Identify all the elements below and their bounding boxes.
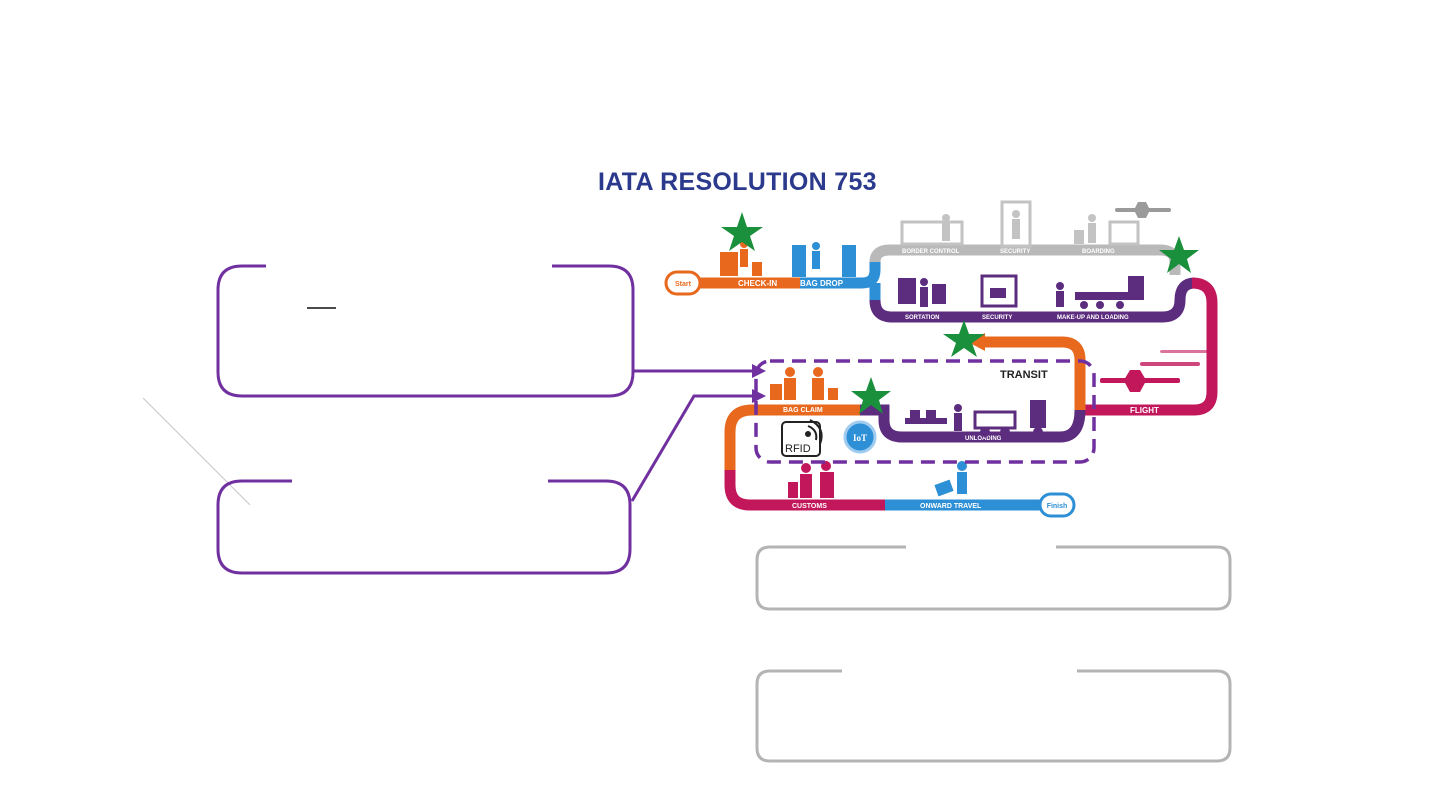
route-segment-customs	[724, 470, 885, 511]
callout-box-4	[755, 669, 1232, 763]
connector-arrow-2	[630, 389, 766, 502]
stage-bagdrop: BAG DROP	[800, 279, 844, 288]
start-marker	[664, 270, 702, 296]
airplane-icon	[1115, 202, 1171, 218]
star-icon	[943, 320, 985, 357]
departure-gates-pictogram	[900, 200, 1140, 248]
bagclaim-pictogram	[770, 367, 838, 400]
route-segment-unloading	[860, 404, 1086, 443]
bagdrop-pictogram	[792, 242, 856, 277]
stage-transit: TRANSIT	[1000, 369, 1048, 381]
stage-makeup-loading: MAKE-UP AND LOADING	[1057, 315, 1129, 321]
star-icon	[1159, 236, 1199, 273]
stage-security-mid: SECURITY	[982, 315, 1012, 321]
stage-checkin: CHECK-IN	[738, 279, 777, 288]
stage-border-control: BORDER CONTROL	[902, 249, 960, 255]
iot-label: IoT	[853, 433, 867, 443]
onward-traveller-pictogram	[934, 461, 967, 497]
rfid-icon: RFID	[781, 419, 823, 457]
route-segment-bagdrop	[800, 262, 881, 289]
unloading-pictogram	[905, 400, 1046, 437]
transit-arrow-icon	[968, 333, 985, 351]
connector-arrow-1	[633, 364, 766, 378]
callout-box-3	[755, 545, 1232, 611]
finish-marker	[1038, 492, 1076, 518]
flight-airplanes-pictogram	[1100, 350, 1210, 392]
stage-flight: FLIGHT	[1130, 406, 1159, 415]
stage-unloading: UNLOADING	[965, 436, 1002, 442]
iot-icon: IoT	[843, 420, 877, 454]
callout-box-2	[216, 479, 632, 575]
star-icon	[851, 377, 891, 414]
finish-label: Finish	[1047, 503, 1068, 510]
diagram-title: IATA RESOLUTION 753	[598, 168, 877, 196]
callout-box-1	[216, 264, 635, 398]
arrival-transit-highlight-region	[754, 359, 1096, 464]
checkin-pictogram	[720, 240, 762, 276]
stage-customs: CUSTOMS	[792, 503, 827, 510]
customs-pictogram	[788, 461, 834, 498]
route-segment-bagclaim	[724, 404, 860, 470]
baggage-handling-pictogram	[898, 274, 1144, 309]
stage-bagclaim: BAG CLAIM	[783, 407, 823, 414]
route-segment-baggage-handling	[869, 277, 1196, 323]
stage-boarding: BOARDING	[1082, 249, 1115, 255]
start-label: Start	[675, 281, 692, 288]
route-segment-flight	[1080, 277, 1218, 416]
stage-sortation: SORTATION	[905, 315, 939, 321]
stage-onward-travel: ONWARD TRAVEL	[920, 503, 982, 510]
star-icon	[721, 212, 763, 251]
stage-security-top: SECURITY	[1000, 249, 1030, 255]
decorative-diagonal-line	[142, 397, 251, 506]
rfid-label: RFID	[785, 443, 811, 455]
